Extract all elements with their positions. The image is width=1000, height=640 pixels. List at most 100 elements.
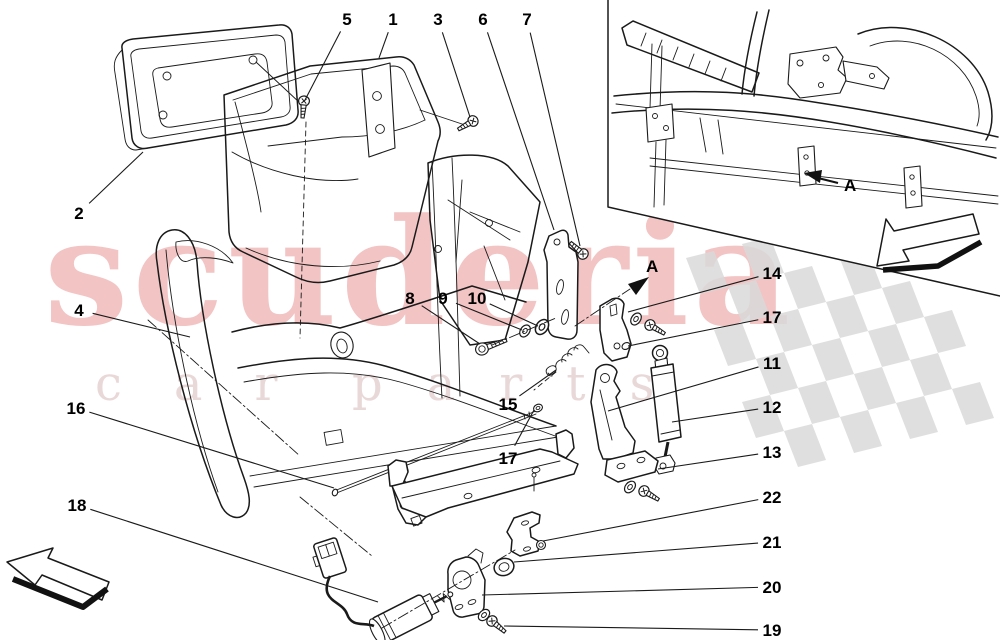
flag-cell <box>742 237 784 280</box>
bracket-22 <box>506 511 547 557</box>
flag-cell <box>840 410 882 453</box>
glovebox-lid <box>113 24 301 151</box>
callout-15: 15 <box>499 395 518 414</box>
callout-3: 3 <box>433 10 442 29</box>
latch-solenoid-18 <box>299 496 516 640</box>
leader-line-4 <box>92 312 191 338</box>
inset-arrow-a: A <box>804 170 856 195</box>
leader-line-18 <box>90 508 379 603</box>
callout-17: 17 <box>763 308 782 327</box>
direction-arrow-left <box>6 547 110 610</box>
screw-3 <box>454 113 481 135</box>
callout-8: 8 <box>405 289 414 308</box>
leader-line-17 <box>514 409 535 446</box>
leader-line-7 <box>529 32 581 247</box>
hook-bracket-20 <box>447 548 486 618</box>
leader-line-5 <box>304 31 342 101</box>
flag-cell <box>826 295 868 338</box>
location-inset: A <box>607 0 1000 297</box>
callout-13: 13 <box>763 443 782 462</box>
leader-line-3 <box>441 32 471 118</box>
leader-line-15 <box>519 369 557 397</box>
washer-9 <box>516 322 534 340</box>
strut-mount-bracket-11 <box>590 363 636 460</box>
flag-cell <box>798 381 840 424</box>
flag-cell <box>784 266 826 309</box>
leader-line-17 <box>627 319 759 347</box>
release-rod-16 <box>331 410 537 497</box>
flag-cell <box>854 367 896 410</box>
screw-19 <box>484 613 510 637</box>
flag-cell <box>770 309 812 352</box>
hinge-bracket-14 <box>599 297 632 362</box>
flag-cell <box>896 396 938 439</box>
flag-cell <box>812 338 854 381</box>
leader-line-21 <box>513 542 759 563</box>
screw-13 <box>636 483 662 505</box>
grommet-ring-21 <box>493 557 515 577</box>
flag-cell <box>714 323 756 366</box>
spring-15 <box>533 344 590 391</box>
washer-13 <box>621 478 639 496</box>
view-marker-label: A <box>646 257 658 276</box>
dash-lower-panel <box>147 157 559 519</box>
callout-10: 10 <box>468 289 487 308</box>
leader-line-22 <box>542 499 759 542</box>
leader-line-14 <box>627 276 759 313</box>
callout-22: 22 <box>763 488 782 507</box>
callout-9: 9 <box>438 289 447 308</box>
leader-line-9 <box>455 302 523 331</box>
callout-2: 2 <box>74 204 83 223</box>
callout-19: 19 <box>763 621 782 640</box>
flag-cell <box>910 353 952 396</box>
flag-cell <box>686 251 728 294</box>
glovebox-bin <box>223 56 469 339</box>
direction-arrow-right <box>876 213 983 273</box>
gas-strut-12 <box>650 344 682 475</box>
flag-cell <box>742 395 784 438</box>
callout-16: 16 <box>67 399 86 418</box>
leader-line-1 <box>378 31 389 59</box>
bracket-6 <box>543 229 579 340</box>
leader-line-8 <box>421 305 481 345</box>
leader-line-11 <box>607 366 759 412</box>
callout-5: 5 <box>342 10 351 29</box>
leader-line-19 <box>503 625 759 631</box>
leader-line-6 <box>486 32 555 231</box>
leader-line-13 <box>657 453 759 470</box>
checkered-flag-watermark <box>686 237 994 467</box>
callout-6: 6 <box>478 10 487 29</box>
callout-14: 14 <box>763 264 782 283</box>
callout-7: 7 <box>522 10 531 29</box>
callout-18: 18 <box>68 496 87 515</box>
flag-cell <box>882 281 924 324</box>
callout-12: 12 <box>763 398 782 417</box>
callout-17: 17 <box>499 449 518 468</box>
inset-marker-label: A <box>844 176 856 195</box>
leader-line-2 <box>88 151 144 204</box>
callout-21: 21 <box>763 533 782 552</box>
leader-line-20 <box>481 586 759 596</box>
screw-14 <box>642 317 668 339</box>
bolt-axis-line <box>491 317 557 346</box>
washer-14 <box>627 310 645 328</box>
leader-line-16 <box>89 411 335 489</box>
leader-line-10 <box>489 303 539 327</box>
bolt-8 <box>475 338 508 356</box>
leader-line-12 <box>671 408 759 423</box>
side-support-shell <box>427 154 541 346</box>
flag-cell <box>756 352 798 395</box>
flag-cell <box>952 382 994 425</box>
callout-11: 11 <box>763 354 781 373</box>
flag-cell <box>868 324 910 367</box>
bracket-13 <box>604 450 659 483</box>
screw-5 <box>296 94 311 120</box>
callout-20: 20 <box>763 578 782 597</box>
view-arrow-a: A <box>574 257 658 327</box>
connector-plug <box>312 537 347 579</box>
flag-cell <box>924 310 966 353</box>
support-base-plate <box>387 429 579 518</box>
